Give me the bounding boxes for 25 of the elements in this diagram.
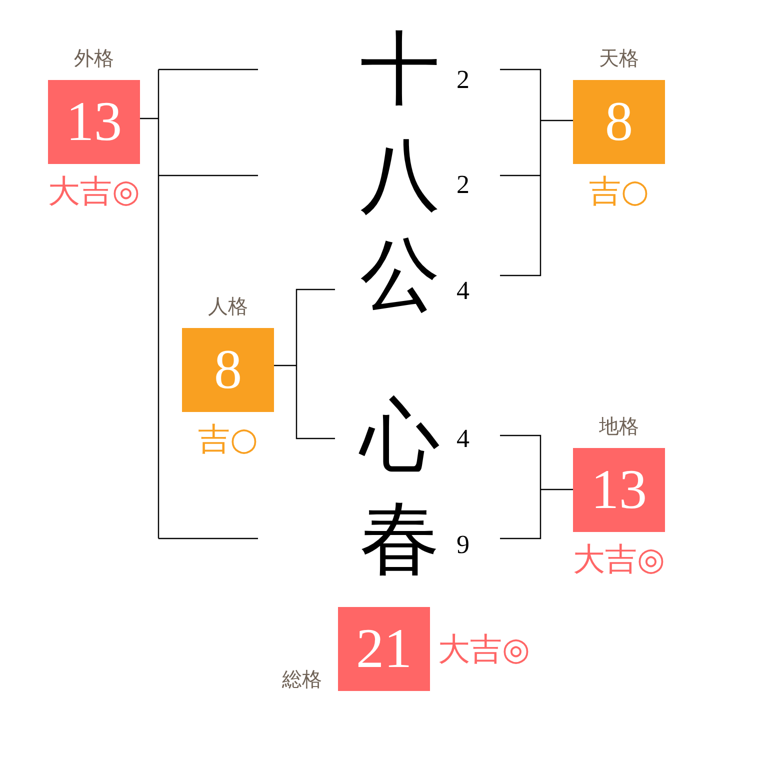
grade-heading: 地格 [599,414,639,438]
grade-heading: 総格 [282,667,322,691]
name-character: 八 [360,137,440,217]
grade-heading: 天格 [599,46,639,70]
score-number: 13 [66,92,122,152]
fortune-rating: 吉○ [589,172,649,210]
fortune-rating: 大吉◎ [48,172,140,210]
stroke-count: 9 [456,532,470,558]
fortune-rating: 大吉◎ [573,540,665,578]
score-number: 13 [591,460,647,520]
name-character: 公 [360,236,440,316]
grade-heading: 外格 [74,46,114,70]
fortune-rating: 大吉◎ [438,630,530,668]
name-character: 春 [360,500,440,580]
score-number: 21 [356,619,412,679]
score-number: 8 [605,92,633,152]
name-character: 十 [360,30,440,110]
score-number: 8 [214,340,242,400]
name-character: 心 [360,397,440,477]
stroke-count: 2 [456,172,470,198]
stroke-count: 4 [456,426,470,452]
grade-heading: 人格 [208,294,248,318]
stroke-count: 2 [456,67,470,93]
stroke-count: 4 [456,278,470,304]
fortune-rating: 吉○ [198,420,258,458]
